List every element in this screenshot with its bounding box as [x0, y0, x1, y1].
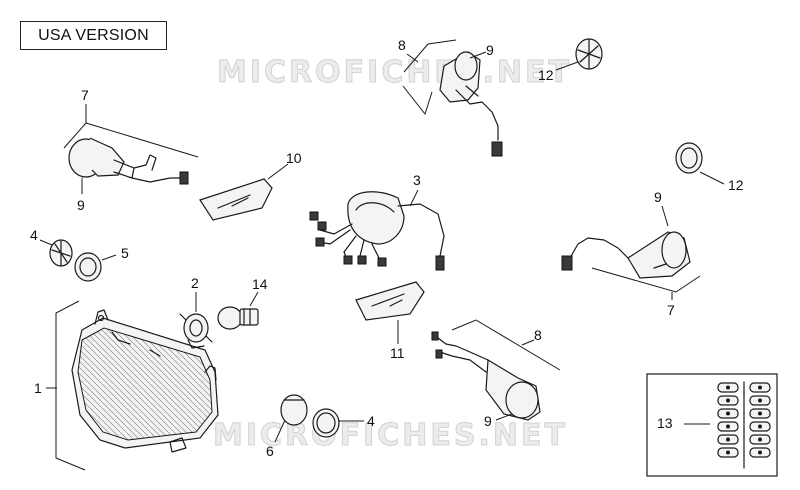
wiring-harness-part [309, 191, 445, 271]
headlight-part [71, 309, 219, 453]
ring-4b-part [312, 408, 340, 438]
lead-5 [101, 254, 117, 261]
callout-6: 6 [266, 443, 274, 459]
callout-5: 5 [121, 245, 129, 261]
lead-12a [555, 61, 579, 71]
callout-8a: 8 [398, 37, 406, 53]
connector-box [646, 373, 778, 477]
callout-9c: 9 [654, 189, 662, 205]
turn-signal-left-top [68, 137, 189, 185]
version-label: USA VERSION [20, 21, 167, 50]
lead-9b [469, 51, 487, 59]
callout-2: 2 [191, 275, 199, 291]
callout-9b: 9 [486, 42, 494, 58]
lead-9d [495, 413, 513, 421]
callout-12b: 12 [728, 177, 744, 193]
turn-signal-top [439, 51, 503, 157]
callout-4a: 4 [30, 227, 38, 243]
callout-1: 1 [34, 380, 42, 396]
bracket-7b [591, 205, 701, 300]
lead-3 [409, 189, 419, 207]
callout-9a: 9 [77, 197, 85, 213]
callout-11: 11 [390, 345, 405, 361]
lead-12b [699, 171, 725, 185]
bracket-7a [63, 104, 199, 194]
bulb-socket-part [179, 313, 213, 349]
lens-cap-12a-part [575, 38, 603, 70]
callout-12a: 12 [538, 67, 554, 83]
bulb-part [217, 306, 259, 330]
bracket-1 [46, 300, 86, 471]
callout-9d: 9 [484, 413, 492, 429]
callout-4b: 4 [367, 413, 375, 429]
reflector-10-part [199, 178, 273, 221]
turn-signal-bottom [431, 331, 541, 421]
callout-13: 13 [657, 415, 673, 431]
cap-6-part [280, 394, 308, 426]
connector-strip-part [717, 381, 771, 469]
ring-4-part [49, 239, 73, 267]
callout-14: 14 [252, 276, 268, 292]
lead-10 [267, 163, 289, 180]
lead-4a [39, 239, 53, 246]
bracket-8a [402, 39, 457, 116]
turn-signal-right [561, 231, 691, 279]
callout-10: 10 [286, 150, 302, 166]
reflector-11-part [355, 281, 425, 321]
watermark-top: MICROFICHES.NET [217, 55, 572, 90]
ring-5-part [74, 252, 102, 282]
callout-8b: 8 [534, 327, 542, 343]
callout-7b: 7 [667, 302, 675, 318]
bracket-8b [451, 319, 561, 371]
lead-14 [249, 291, 259, 307]
callout-3: 3 [413, 172, 421, 188]
lead-6 [274, 419, 286, 443]
watermark-bottom: MICROFICHES.NET [213, 418, 568, 453]
callout-7a: 7 [81, 87, 89, 103]
lens-cap-12b-part [675, 142, 703, 174]
